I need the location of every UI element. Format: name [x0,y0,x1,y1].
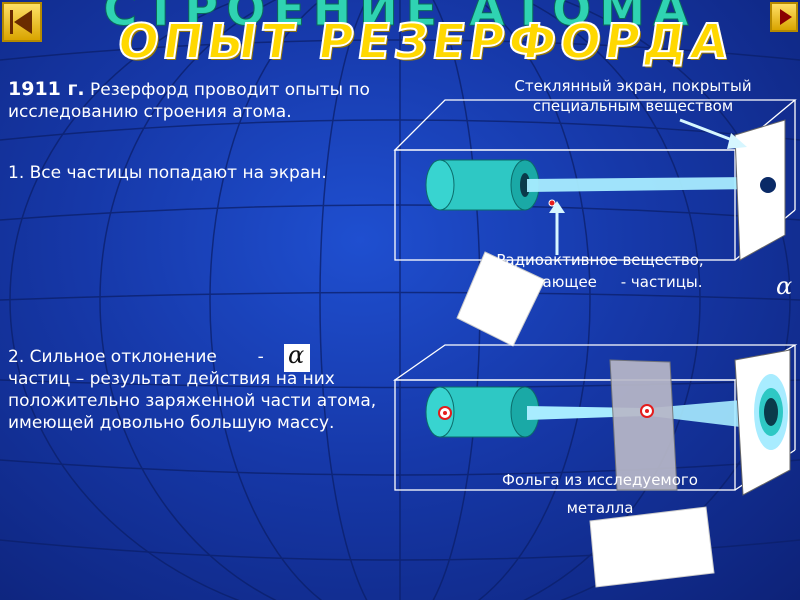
next-slide-button[interactable] [770,2,798,32]
triangle-left-icon [10,10,32,34]
intro-body: Резерфорд проводит опыты по исследованию… [8,80,370,122]
label-card-foil [589,506,715,588]
label-foil-line2: металла [566,499,634,517]
intro-text: 1911 г. Резерфорд проводит опыты по иссл… [8,78,388,123]
alpha-box-text [284,344,310,372]
point-2-dash: - [257,347,264,367]
label-screen-line1: Стеклянный экран, покрытый [514,77,752,95]
point-2-rest: частиц – результат действия на них полож… [8,369,377,433]
experiment-scene-top [393,99,797,261]
label-source-line1: Радиоактивное вещество, [496,251,704,269]
alpha-symbol-label: α [776,272,793,300]
source-cylinder-bottom [425,386,540,438]
label-card-source [456,251,546,347]
prev-slide-button[interactable] [2,2,42,42]
intro-year: 1911 г. [8,78,85,100]
point-2-start-text: 2. Сильное отклонение [8,347,217,367]
label-foil-line1: Фольга из исследуемого [502,471,698,489]
point-1-text: 1. Все частицы попадают на экран. [8,163,327,183]
label-source-line2: излучающее - частицы. [497,273,703,291]
radioactive-source-cylinder [425,159,540,211]
triangle-right-icon [780,9,792,25]
point-2-start: 2. Сильное отклонение - [8,346,264,368]
alpha-symbol-text: α [288,341,305,369]
label-screen-line2: специальным веществом [532,97,734,115]
title-structure-of-atom: СТРОЕНИЕ АТОМА [103,0,697,37]
experiment-scene-bottom [392,344,798,496]
title-rutherford-experiment: ОПЫТ РЕЗЕРФОРДА [113,13,737,71]
